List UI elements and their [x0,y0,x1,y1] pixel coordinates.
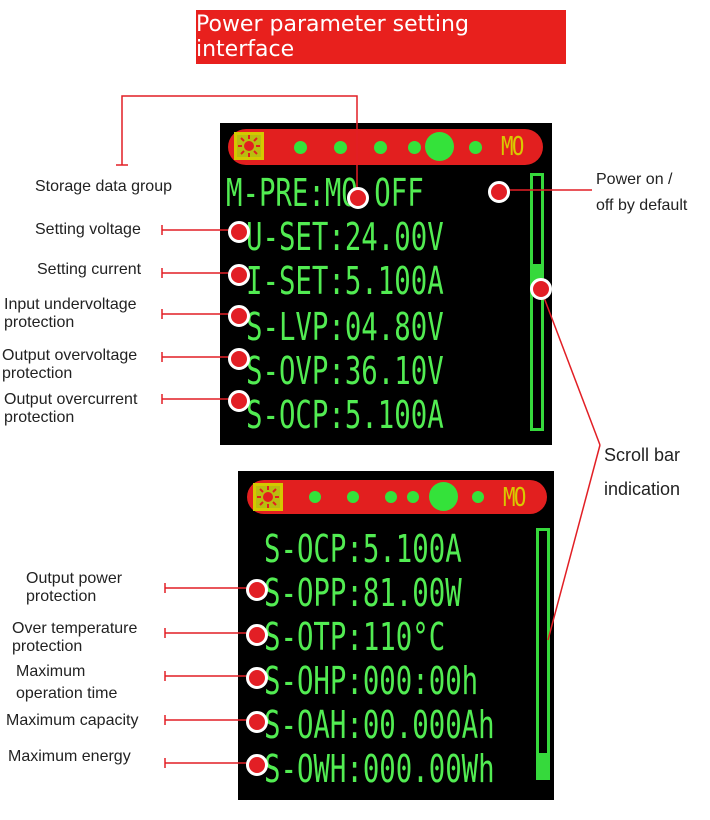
lcd-line-s-otp: S-OTP:110°C [264,615,446,659]
callout-storage-data-group: Storage data group [35,178,172,196]
marker-dot [246,711,268,733]
callout-max-capacity: Maximum capacity [6,712,138,730]
sun-icon [234,132,264,160]
active-indicator-dot [429,482,458,511]
callout-text: indication [604,479,681,499]
callout-text: Over temperature [12,620,138,637]
marker-dot [530,278,552,300]
indicator-dot [408,141,421,154]
lcd-screen-bottom: MO S-OCP:5.100A S-OPP:81.00W S-OTP:110°C… [238,471,554,800]
scroll-bar-thumb[interactable] [539,753,547,777]
callout-text: Setting voltage [35,221,141,238]
callout-input-undervoltage: Input undervoltage protection [4,296,137,332]
page-title: Power parameter setting interface [196,12,469,62]
callout-setting-current: Setting current [37,261,141,279]
lcd-line-s-opp: S-OPP:81.00W [264,571,462,615]
callout-setting-voltage: Setting voltage [35,221,141,239]
callout-text: Scroll bar [604,445,681,465]
lcd-line-s-ocp: S-OCP:5.100A [264,527,462,571]
lcd-line-u-set: U-SET:24.00V [246,215,444,259]
title-banner: Power parameter setting interface [196,10,566,64]
memory-group-badge: MO [501,132,524,162]
callout-power-on-off-default: Power on / off by default [596,167,687,219]
lcd-line-s-lvp: S-LVP:04.80V [246,305,444,349]
lcd-screen-top: MO M-PRE:MO OFF U-SET:24.00V I-SET:5.100… [220,123,552,445]
callout-text: protection [4,409,75,426]
indicator-dot [347,491,359,503]
marker-dot [246,667,268,689]
callout-text: Storage data group [35,178,172,195]
indicator-dot [294,141,307,154]
callout-text: off by default [596,197,688,214]
callout-text: protection [12,638,83,655]
memory-group-badge: MO [503,483,526,513]
marker-dot [488,181,510,203]
callout-text: protection [26,588,97,605]
marker-dot [228,390,250,412]
marker-dot [246,579,268,601]
indicator-dot [334,141,347,154]
indicator-dot [309,491,321,503]
status-bar: MO [247,480,547,514]
scroll-bar-thumb[interactable] [533,264,541,288]
lcd-line-s-ocp: S-OCP:5.100A [246,393,444,437]
callout-over-temperature: Over temperature protection [12,620,137,656]
marker-dot [228,264,250,286]
indicator-dot [407,491,419,503]
lcd-line-s-owh: S-OWH:000.00Wh [264,747,495,791]
indicator-dot [469,141,482,154]
callout-text: Maximum capacity [6,712,139,729]
active-indicator-dot [425,132,454,161]
scroll-bar-track[interactable] [530,173,544,431]
callout-output-power: Output power protection [26,570,122,606]
lcd-line-i-set: I-SET:5.100A [246,259,444,303]
marker-dot [228,221,250,243]
callout-max-operation-time: Maximum operation time [16,661,117,705]
callout-max-energy: Maximum energy [8,748,131,766]
callout-text: Setting current [37,261,142,278]
lcd-line-s-ovp: S-OVP:36.10V [246,349,444,393]
callout-text: Power on / [596,171,673,188]
callout-text: Maximum [16,663,86,680]
marker-dot [246,624,268,646]
marker-dot [228,348,250,370]
marker-dot [246,754,268,776]
callout-text: Output power [26,570,123,587]
callout-scroll-bar: Scroll bar indication [604,438,680,506]
callout-text: Output overvoltage [2,347,138,364]
callout-text: Input undervoltage [4,296,137,313]
callout-text: operation time [16,685,118,702]
status-bar: MO [228,129,543,165]
lcd-line-s-oah: S-OAH:00.000Ah [264,703,495,747]
sun-icon [253,483,283,511]
lcd-line-m-pre: M-PRE:MO OFF [226,171,424,215]
callout-text: protection [4,314,75,331]
marker-dot [228,305,250,327]
indicator-dot [472,491,484,503]
callout-output-overvoltage: Output overvoltage protection [2,347,137,383]
callout-text: Output overcurrent [4,391,138,408]
marker-dot [347,187,369,209]
callout-text: protection [2,365,73,382]
indicator-dot [374,141,387,154]
callout-text: Maximum energy [8,748,131,765]
lcd-line-s-ohp: S-OHP:000:00h [264,659,479,703]
scroll-bar-track[interactable] [536,528,550,780]
indicator-dot [385,491,397,503]
callout-output-overcurrent: Output overcurrent protection [4,391,137,427]
